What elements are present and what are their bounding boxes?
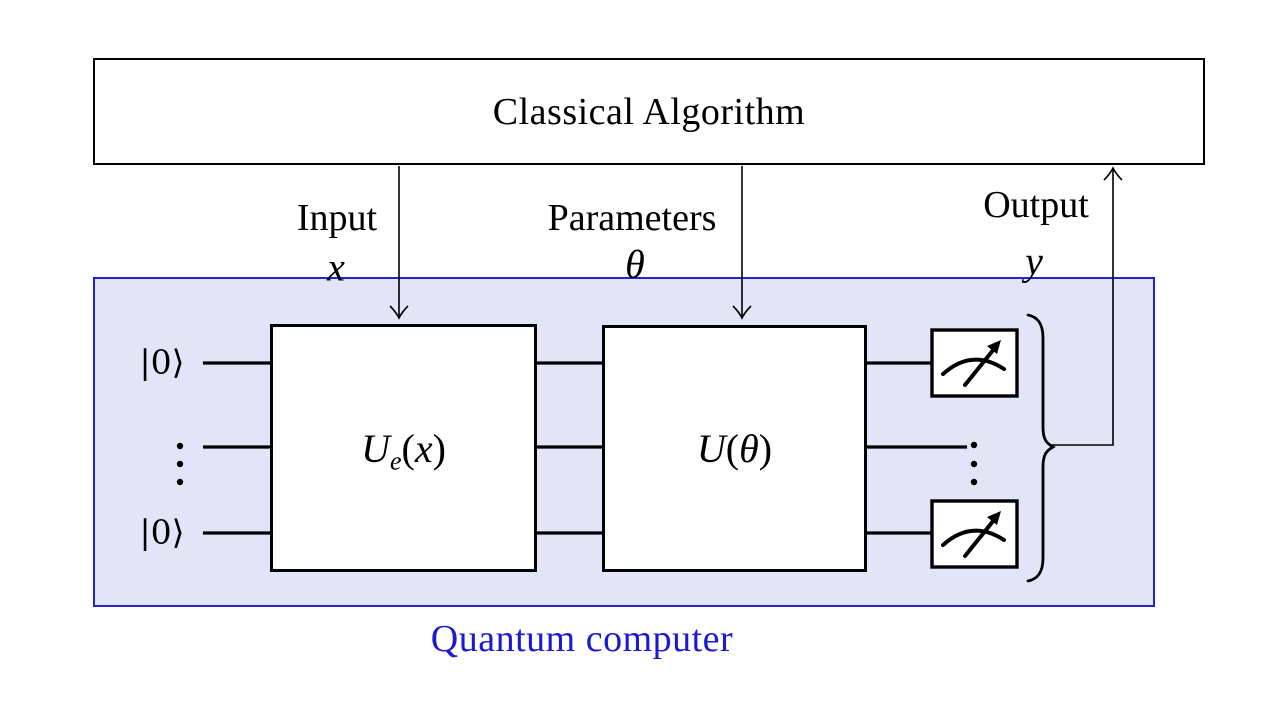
encoding-gate-box: Ue(x) [270, 324, 537, 572]
gate-paren-close: ) [432, 425, 446, 471]
encoding-gate-label: Ue(x) [361, 425, 446, 475]
quantum-computer-label: Quantum computer [430, 618, 734, 660]
gate-paren-open: ( [725, 426, 740, 471]
input-label: Input [296, 197, 378, 239]
gate-variable: θ [739, 426, 759, 471]
gate-symbol: U [696, 426, 726, 471]
parameters-symbol: θ [625, 241, 645, 287]
ket-zero-bottom: |0⟩ [139, 512, 185, 552]
classical-algorithm-label: Classical Algorithm [492, 90, 806, 133]
parameters-label: Parameters [547, 197, 717, 239]
gate-paren-open: ( [401, 425, 415, 471]
output-label: Output [983, 184, 1089, 226]
gate-subscript: e [389, 445, 402, 475]
variational-gate-box: U(θ) [602, 325, 867, 572]
gate-symbol: U [361, 425, 390, 471]
output-symbol: y [1025, 238, 1043, 284]
input-symbol: x [327, 244, 345, 290]
ket-zero-top: |0⟩ [139, 342, 185, 382]
gate-paren-close: ) [758, 426, 773, 471]
classical-algorithm-box: Classical Algorithm [93, 58, 1205, 165]
gate-variable: x [414, 425, 433, 471]
variational-gate-label: U(θ) [697, 425, 772, 472]
